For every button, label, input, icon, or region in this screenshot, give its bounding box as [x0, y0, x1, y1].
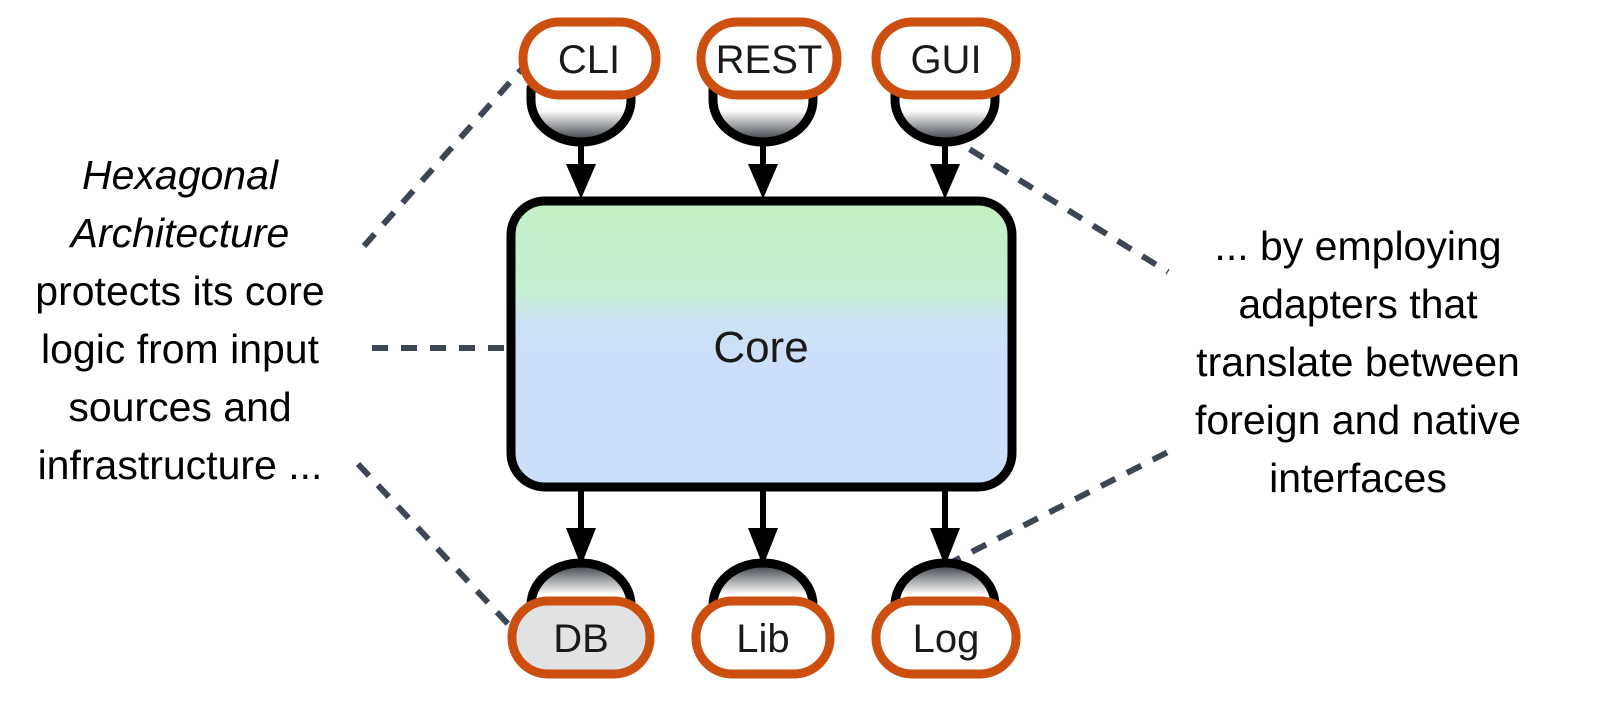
driving-ports: CLI REST GUI: [518, 17, 1021, 100]
arrow-core-to-db: [566, 487, 596, 566]
leader-lines: [355, 60, 1170, 644]
left-annotation-line-3: protects its core: [35, 268, 324, 314]
port-gui-pill[interactable]: [871, 17, 1021, 100]
port-lib-label: Lib: [736, 617, 789, 661]
right-annotation-line-3: translate between: [1196, 339, 1520, 385]
right-annotation-line-5: interfaces: [1269, 455, 1447, 501]
port-cli[interactable]: CLI: [518, 17, 661, 100]
core-label: Core: [713, 323, 808, 372]
port-lib[interactable]: Lib: [691, 596, 835, 679]
right-annotation-line-2: adapters that: [1238, 281, 1478, 327]
port-log-label: Log: [913, 617, 980, 661]
port-rest-label: REST: [716, 38, 823, 82]
outbound-arrows: [566, 487, 960, 566]
arrow-core-to-log: [930, 487, 960, 566]
port-lib-pill[interactable]: [691, 596, 835, 679]
right-annotation-line-1: ... by employing: [1214, 223, 1501, 269]
left-annotation-line-2: Architecture: [68, 210, 290, 256]
port-gui[interactable]: GUI: [871, 17, 1021, 100]
port-cli-pill[interactable]: [518, 17, 661, 100]
leader-line-left-to-db: [355, 461, 527, 644]
port-gui-label: GUI: [910, 38, 981, 82]
inbound-adapters: [526, 83, 1000, 147]
leader-line-right-to-gui: [943, 131, 1170, 275]
adapter-cli: [526, 83, 636, 147]
core-box[interactable]: [506, 196, 1017, 492]
port-log[interactable]: Log: [871, 596, 1021, 679]
right-annotation: ... by employing adapters that translate…: [1195, 223, 1521, 501]
port-cli-label: CLI: [558, 38, 620, 82]
adapter-rest: [708, 83, 818, 147]
left-annotation-line-6: infrastructure ...: [38, 442, 323, 488]
leader-line-left-to-cli: [361, 60, 531, 248]
port-log-pill[interactable]: [871, 596, 1021, 679]
port-db[interactable]: DB: [507, 596, 655, 679]
leader-line-right-to-log: [944, 449, 1170, 568]
left-annotation-line-1: Hexagonal: [82, 152, 280, 198]
left-annotation-line-5: sources and: [68, 384, 291, 430]
arrow-core-to-lib: [748, 487, 778, 566]
driven-ports: DB Lib Log: [507, 596, 1021, 679]
port-rest[interactable]: REST: [696, 17, 842, 100]
port-db-label: DB: [553, 617, 609, 661]
port-db-pill[interactable]: [507, 596, 655, 679]
adapter-gui: [890, 83, 1000, 147]
right-annotation-line-4: foreign and native: [1195, 397, 1521, 443]
left-annotation: Hexagonal Architecture protects its core…: [35, 152, 324, 488]
port-rest-pill[interactable]: [696, 17, 842, 100]
left-annotation-line-4: logic from input: [41, 326, 320, 372]
